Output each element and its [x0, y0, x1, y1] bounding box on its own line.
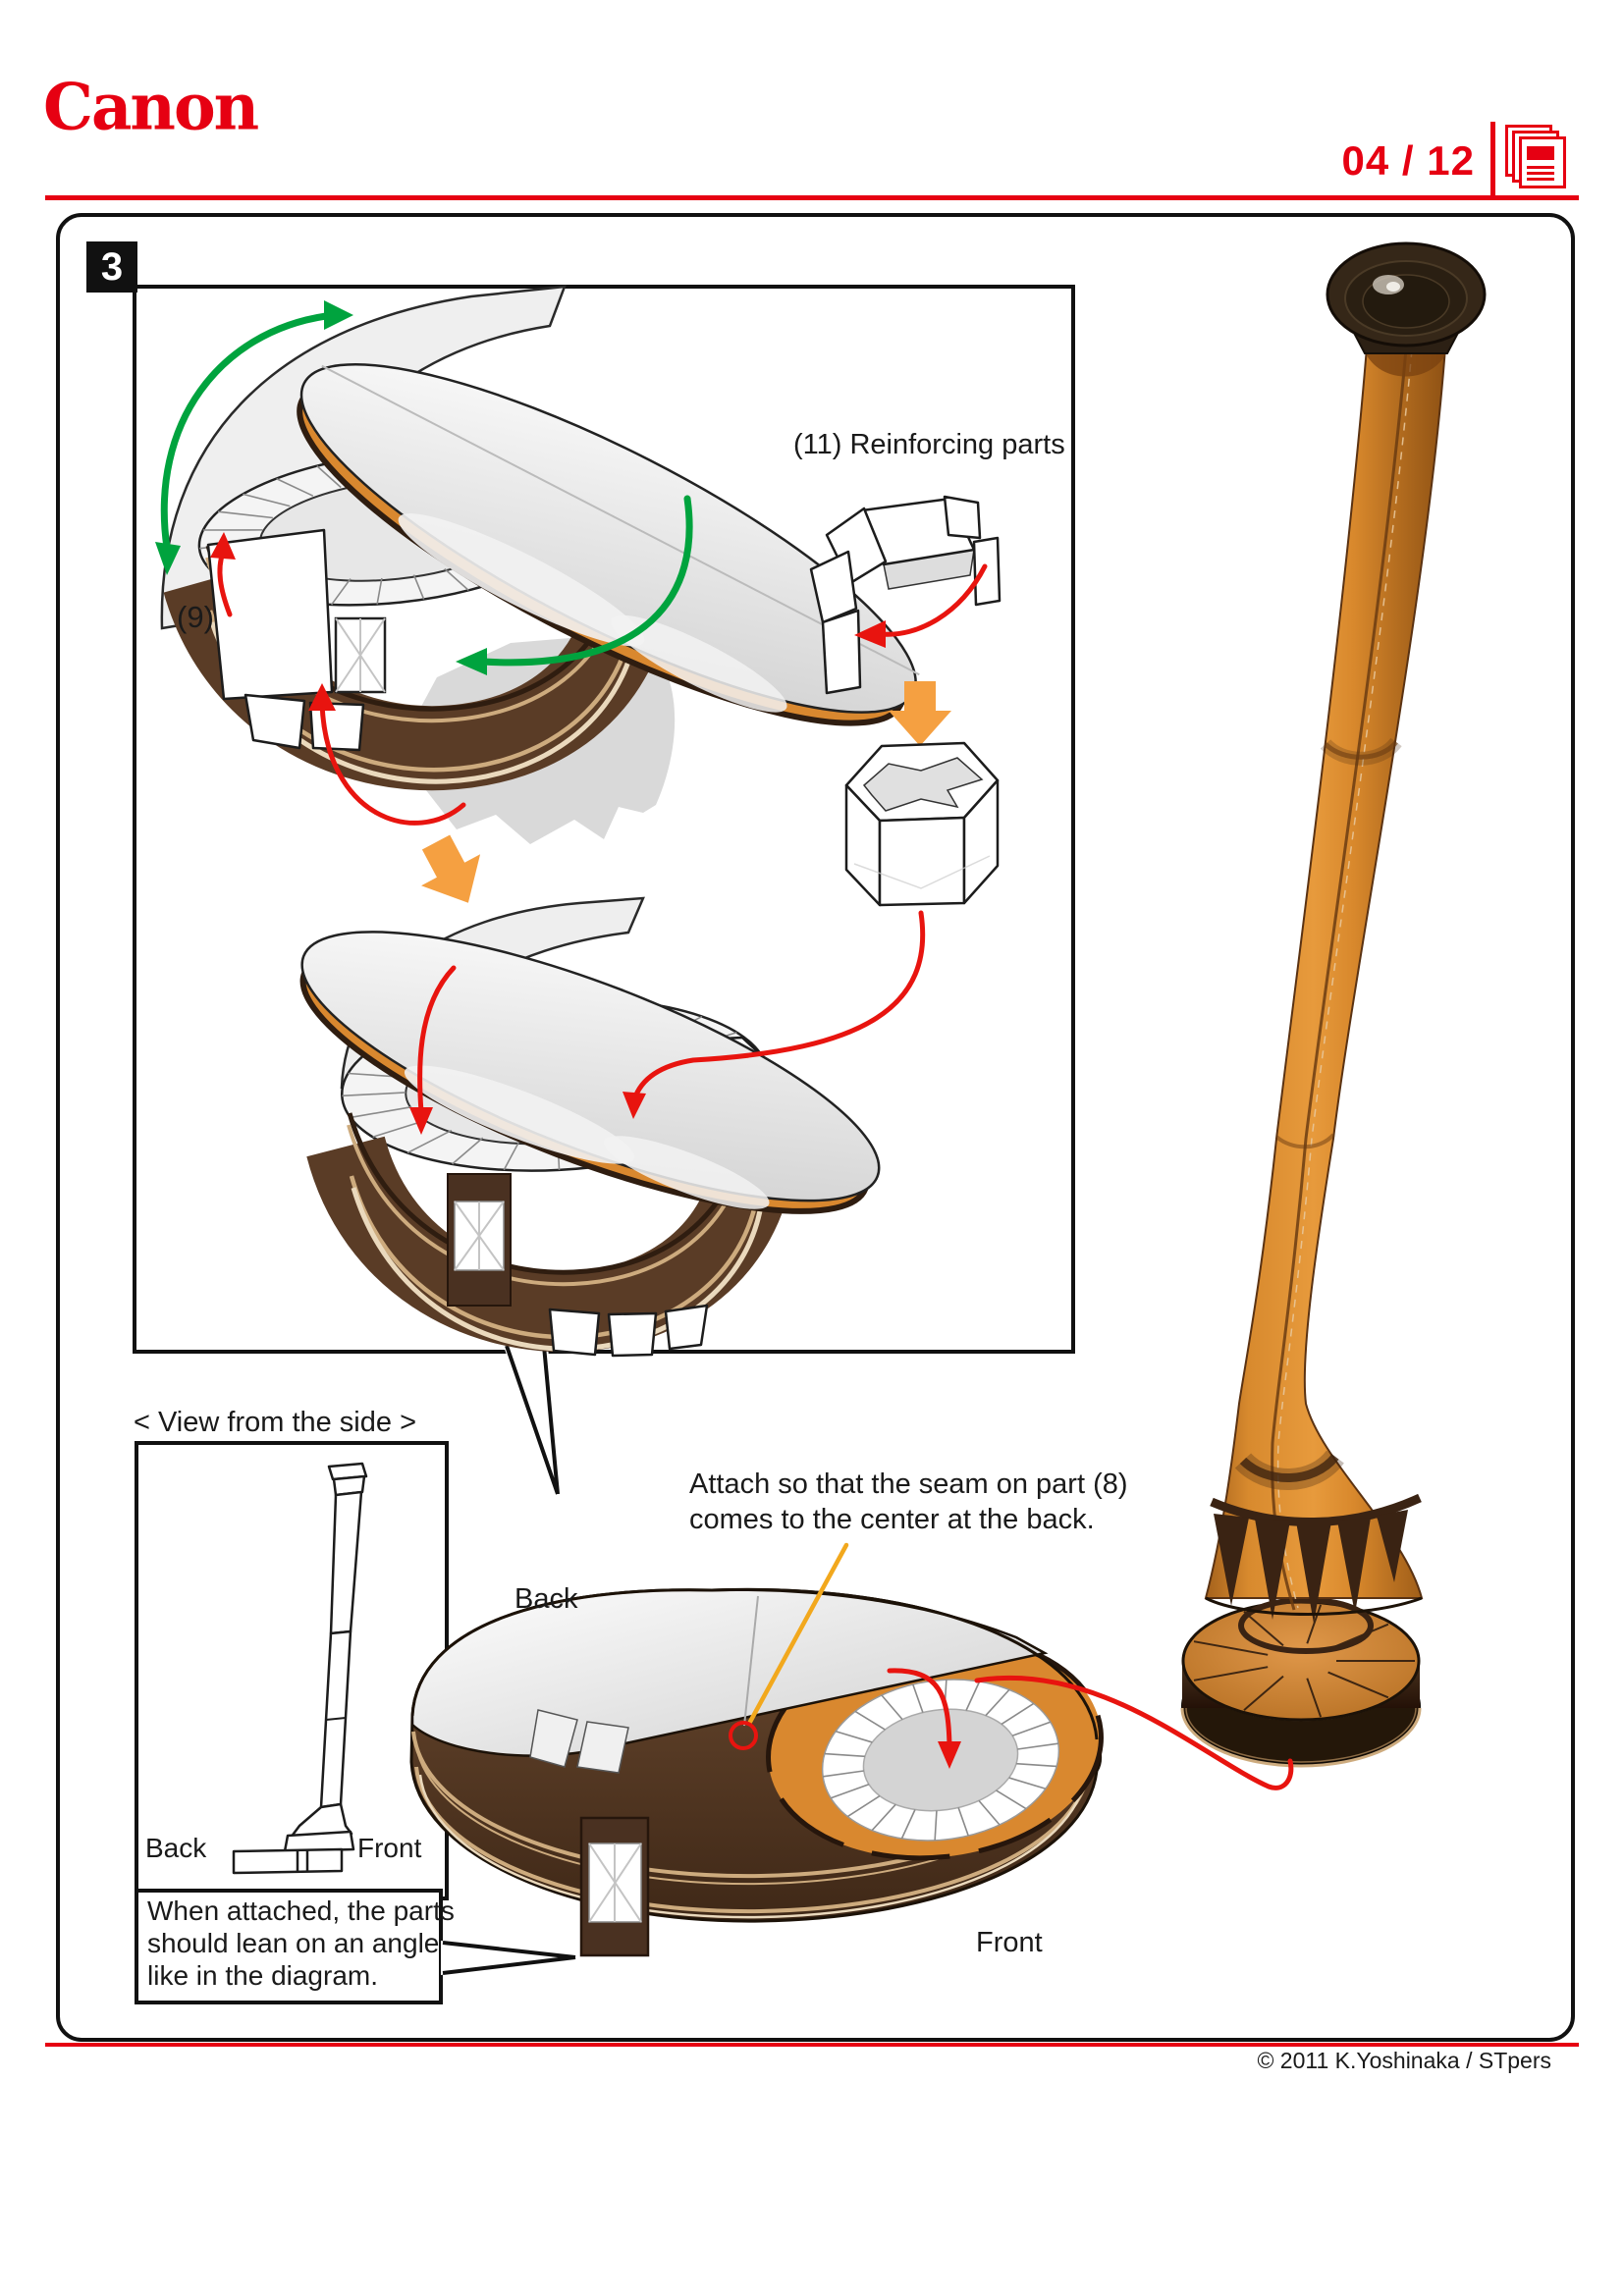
- lean-note-line: like in the diagram.: [147, 1960, 379, 1991]
- base-front-label: Front: [976, 1927, 1043, 1958]
- copyright: © 2011 K.Yoshinaka / STpers: [1257, 2048, 1551, 2073]
- instruction-panel: [56, 213, 1575, 2042]
- side-view-title: < View from the side >: [134, 1407, 417, 1438]
- base-back-label: Back: [514, 1583, 578, 1615]
- reinforcing-parts-label: (11) Reinforcing parts: [793, 429, 1065, 460]
- lean-note: When attached, the parts should lean on …: [147, 1895, 455, 1992]
- lean-note-line: When attached, the parts: [147, 1896, 455, 1926]
- page-sheet-front: [1519, 136, 1566, 188]
- attach-note: Attach so that the seam on part (8) come…: [689, 1467, 1128, 1537]
- page-sheet-line: [1527, 178, 1554, 181]
- page-sheet-bar: [1527, 146, 1554, 160]
- side-view-front-label: Front: [357, 1833, 422, 1863]
- canon-logo: Canon: [43, 70, 259, 145]
- note-speech-bubble: [135, 1889, 443, 2004]
- part-9-label: (9): [177, 600, 214, 634]
- page-sheet-line: [1527, 172, 1554, 175]
- side-view-back-label: Back: [145, 1833, 207, 1863]
- header-rule: [45, 195, 1579, 200]
- page-number: 04 / 12: [1341, 137, 1475, 184]
- step-badge: 3: [86, 241, 137, 293]
- page-sheet-line: [1527, 166, 1554, 169]
- footer-rule: [45, 2043, 1579, 2047]
- attach-note-line: Attach so that the seam on part (8): [689, 1468, 1128, 1500]
- lean-note-line: should lean on an angle: [147, 1928, 440, 1958]
- header-divider: [1490, 122, 1495, 198]
- attach-note-line: comes to the center at the back.: [689, 1504, 1095, 1535]
- stacked-pages-icon: [1505, 125, 1570, 189]
